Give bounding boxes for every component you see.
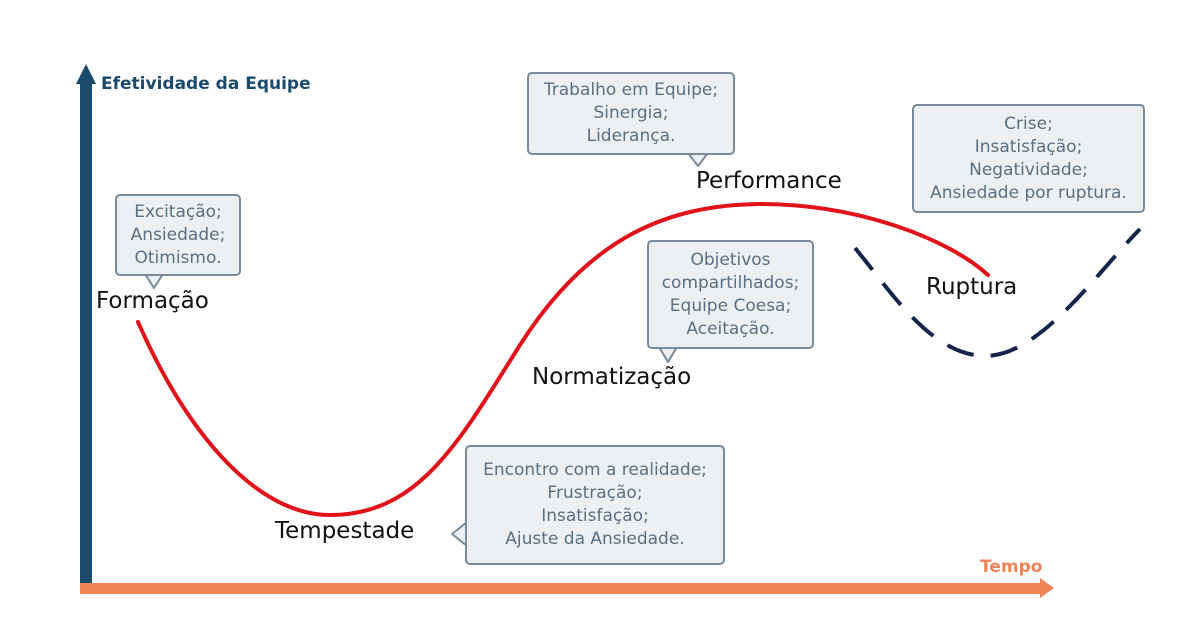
callout-formacao: Excitação; Ansiedade; Otimismo. — [115, 194, 241, 276]
y-axis-arrowhead — [76, 64, 96, 84]
callout-line: Frustração; — [547, 483, 643, 503]
callout-line: Encontro com a realidade; — [483, 460, 707, 480]
y-axis-title: Efetividade da Equipe — [101, 74, 311, 94]
callout-line: Sinergia; — [593, 103, 669, 123]
callout-tempestade: Encontro com a realidade; Frustração; In… — [465, 445, 725, 565]
team-effectiveness-curve — [136, 201, 990, 518]
callout-line: Negatividade; — [969, 159, 1088, 180]
callout-ruptura: Crise; Insatisfação; Negatividade; Ansie… — [912, 104, 1145, 213]
callout-line: Ansiedade por ruptura. — [930, 182, 1127, 203]
callout-line: Insatisfação; — [974, 136, 1083, 157]
callout-line: Ajuste da Ansiedade. — [505, 529, 685, 549]
stage-performance-label: Performance — [696, 168, 842, 194]
callout-line: Equipe Coesa; — [669, 295, 792, 316]
callout-line: Trabalho em Equipe; — [543, 80, 719, 100]
stage-tempestade-label: Tempestade — [275, 518, 415, 544]
callout-normatizacao-pointer — [658, 346, 678, 363]
stage-normatizacao-label: Normatização — [532, 364, 692, 390]
x-axis-title: Tempo — [980, 557, 1043, 577]
callout-line: Crise; — [1004, 113, 1053, 134]
stage-ruptura-label: Ruptura — [926, 274, 1018, 300]
callout-formacao-pointer — [144, 273, 164, 289]
callout-line: Excitação; — [134, 201, 222, 222]
rupture-dashed-curve — [853, 227, 1142, 359]
y-axis-line — [80, 82, 92, 587]
callout-line: Otimismo. — [134, 247, 222, 268]
callout-line: Objetivos — [690, 249, 771, 270]
x-axis-line — [80, 583, 1042, 594]
callout-line: Aceitação. — [686, 318, 775, 339]
callout-normatizacao: Objetivos compartilhados; Equipe Coesa; … — [647, 240, 814, 349]
callout-line: compartilhados; — [661, 272, 800, 293]
callout-line: Ansiedade; — [130, 224, 226, 245]
callout-line: Liderança. — [586, 126, 676, 146]
callout-line: Insatisfação; — [541, 506, 649, 526]
callout-performance: Trabalho em Equipe; Sinergia; Liderança. — [527, 72, 735, 155]
stage-formacao-label: Formação — [96, 288, 209, 314]
x-axis-arrowhead — [1040, 578, 1054, 598]
